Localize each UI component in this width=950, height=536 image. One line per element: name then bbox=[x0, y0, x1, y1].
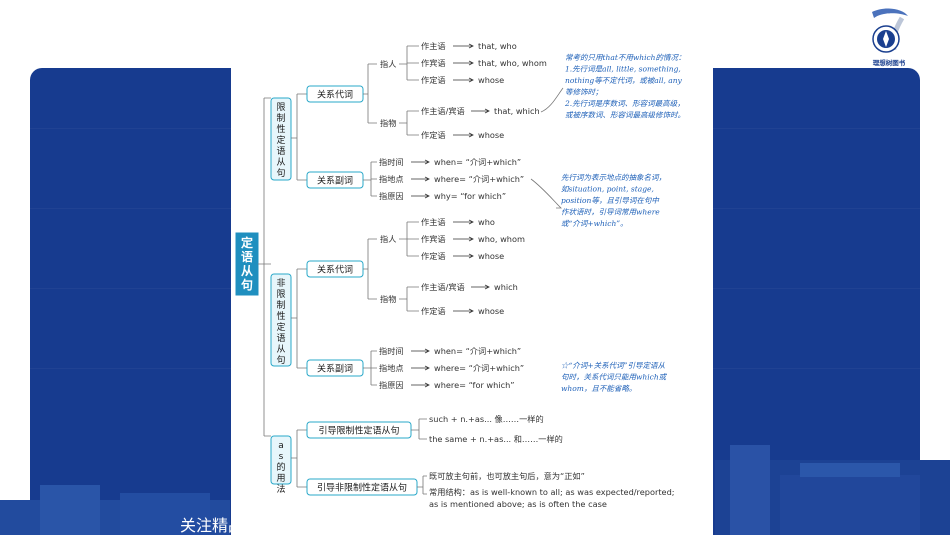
root-label-1: 定语从句 bbox=[241, 235, 253, 292]
n-adv-role-2: 指原因 bbox=[379, 380, 404, 390]
nonrestrictive-adverb-rows: 指时间 指地点 指原因 when= “介词+which” where= “介词+… bbox=[379, 346, 524, 390]
n-person-words-1: who, whom bbox=[478, 234, 525, 244]
nonrestrictive-person-rows: 作主语 作宾语 作定语 who who, whom whose bbox=[421, 217, 525, 261]
restrictive-thing-label: 指物 bbox=[380, 118, 396, 128]
n-thing-role-1: 作定语 bbox=[421, 306, 446, 316]
note-line: position等，且引导词在句中 bbox=[561, 196, 660, 205]
note-line: nothing等不定代词，或被all, any bbox=[565, 76, 683, 85]
n-person-role-1: 作宾语 bbox=[421, 234, 446, 244]
note-line: ☆“介词+关系代词”引导定语从 bbox=[561, 361, 665, 370]
restrictive-person-label: 指人 bbox=[380, 59, 396, 69]
nonrestrictive-adverb-label: 关系副词 bbox=[317, 363, 353, 375]
as-restrictive-row-0: such + n.+as... 像……一样的 bbox=[429, 414, 544, 424]
restrictive-clause-node bbox=[270, 97, 292, 181]
as-nonrestrictive-row-1: 常用结构：as is well-known to all; as was exp… bbox=[429, 487, 675, 497]
nonrestrictive-pronoun-label: 关系代词 bbox=[317, 264, 353, 276]
nonrestrictive-clause-label: 非限制性定语从句 bbox=[276, 277, 285, 366]
r-thing-words-0: that, which bbox=[494, 106, 540, 116]
note-where: 先行词为表示地点的抽象名词， 如situation, point, stage, p… bbox=[561, 173, 666, 228]
note-line: 2.先行词是序数词、形容词最高级， bbox=[564, 99, 685, 108]
note-line: 如situation, point, stage, bbox=[561, 185, 654, 194]
n-adv-words-2: where= “for which” bbox=[434, 380, 515, 390]
footer-banner-text: 关注精品公众号【偷着学】，免费获取更多高中最新网课、讲义、试题等 bbox=[180, 516, 685, 535]
note-line: 作状语时，引导词常用where bbox=[561, 208, 660, 217]
r-person-role-1: 作宾语 bbox=[421, 58, 446, 68]
note-line: 1.先行词是all, little, something, bbox=[565, 65, 681, 74]
n-adv-role-1: 指地点 bbox=[379, 363, 404, 373]
note-line: 等修饰时； bbox=[565, 88, 603, 97]
as-nonrestrictive-row-0: 既可放主句前，也可放主句后，意为“正如” bbox=[429, 471, 585, 481]
r-person-words-2: whose bbox=[478, 75, 504, 85]
n-adv-words-1: where= “介词+which” bbox=[434, 363, 524, 373]
restrictive-adverb-label: 关系副词 bbox=[317, 175, 353, 187]
as-nonrestrictive-label: 引导非限制性定语从句 bbox=[317, 482, 407, 494]
r-person-role-2: 作定语 bbox=[421, 75, 446, 85]
note-line: whom，且不能省略。 bbox=[561, 384, 636, 393]
restrictive-clause-label: 限制性定语从句 bbox=[276, 102, 285, 179]
nonrestrictive-thing-label: 指物 bbox=[380, 294, 396, 304]
n-thing-words-1: whose bbox=[478, 306, 504, 316]
n-person-words-0: who bbox=[478, 217, 495, 227]
as-usage-node bbox=[270, 435, 292, 485]
as-restrictive-label: 引导限制性定语从句 bbox=[318, 425, 399, 437]
brand-name: 理想树图书 bbox=[872, 59, 906, 67]
note-line: 句时，关系代词只能用which或 bbox=[561, 373, 668, 382]
r-person-words-1: that, who, whom bbox=[478, 58, 547, 68]
r-adv-role-0: 指时间 bbox=[379, 157, 404, 167]
tree-seal-icon bbox=[872, 8, 908, 53]
campus-building-silhouette bbox=[0, 445, 950, 535]
r-person-words-0: that, who bbox=[478, 41, 517, 51]
nonrestrictive-clause-node bbox=[270, 273, 292, 367]
n-person-role-0: 作主语 bbox=[421, 217, 446, 227]
as-restrictive-row-1: the same + n.+as... 和……一样的 bbox=[429, 434, 563, 444]
n-adv-role-0: 指时间 bbox=[379, 346, 404, 356]
note-that-only: 常考的只用that不用which的情况： 1.先行词是all, little, s… bbox=[564, 53, 686, 120]
r-adv-words-0: when= “介词+which” bbox=[434, 157, 521, 167]
restrictive-person-rows: 作主语 作宾语 作定语 that, who that, who, whom wh… bbox=[421, 41, 547, 85]
r-thing-words-1: whose bbox=[478, 130, 504, 140]
note-line: 或“介词+which”。 bbox=[561, 219, 628, 228]
as-nonrestrictive-row-2: as is mentioned above; as is often the c… bbox=[429, 499, 607, 509]
r-adv-role-1: 指地点 bbox=[379, 174, 404, 184]
n-person-words-2: whose bbox=[478, 251, 504, 261]
note-line: 先行词为表示地点的抽象名词， bbox=[561, 173, 666, 182]
n-thing-words-0: which bbox=[494, 282, 518, 292]
note-line: 常考的只用that不用which的情况： bbox=[565, 53, 686, 62]
note-line: 或被序数词、形容词最高级修饰时。 bbox=[565, 111, 685, 120]
n-adv-words-0: when= “介词+which” bbox=[434, 346, 521, 356]
nonrestrictive-person-label: 指人 bbox=[380, 234, 396, 244]
restrictive-adverb-rows: 指时间 指地点 指原因 when= “介词+which” where= “介词+… bbox=[379, 157, 524, 201]
r-person-role-0: 作主语 bbox=[421, 41, 446, 51]
r-adv-words-1: where= “介词+which” bbox=[434, 174, 524, 184]
n-thing-role-0: 作主语/宾语 bbox=[421, 282, 465, 292]
nonrestrictive-thing-rows: 作主语/宾语 作定语 which whose bbox=[421, 282, 518, 316]
r-adv-words-2: why= “for which” bbox=[434, 191, 506, 201]
restrictive-pronoun-label: 关系代词 bbox=[317, 89, 353, 101]
n-person-role-2: 作定语 bbox=[421, 251, 446, 261]
restrictive-thing-rows: 作主语/宾语 作定语 that, which whose bbox=[421, 106, 540, 140]
r-adv-role-2: 指原因 bbox=[379, 191, 404, 201]
r-thing-role-1: 作定语 bbox=[421, 130, 446, 140]
r-thing-role-0: 作主语/宾语 bbox=[421, 106, 465, 116]
